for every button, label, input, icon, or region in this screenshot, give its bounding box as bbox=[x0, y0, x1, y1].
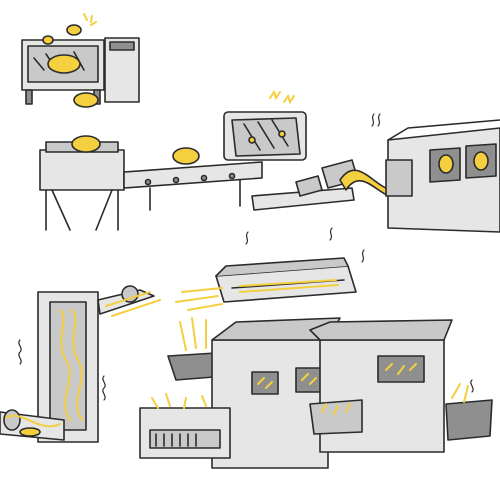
conveyor-icon bbox=[123, 147, 263, 211]
oven-icon bbox=[371, 113, 500, 233]
slicing-machine-icon bbox=[223, 89, 307, 161]
chip-guide-ramp bbox=[251, 159, 405, 211]
collection-conveyor-icon bbox=[0, 409, 65, 441]
dough-sheeter-icon bbox=[39, 135, 125, 231]
dough-mixer-icon bbox=[21, 13, 140, 108]
fryer-icon bbox=[139, 317, 341, 469]
elevator-conveyor-icon bbox=[18, 285, 161, 443]
output-bin-icon bbox=[445, 379, 493, 441]
packaging-machine-icon bbox=[309, 319, 453, 453]
drying-tunnel-icon bbox=[175, 227, 365, 311]
